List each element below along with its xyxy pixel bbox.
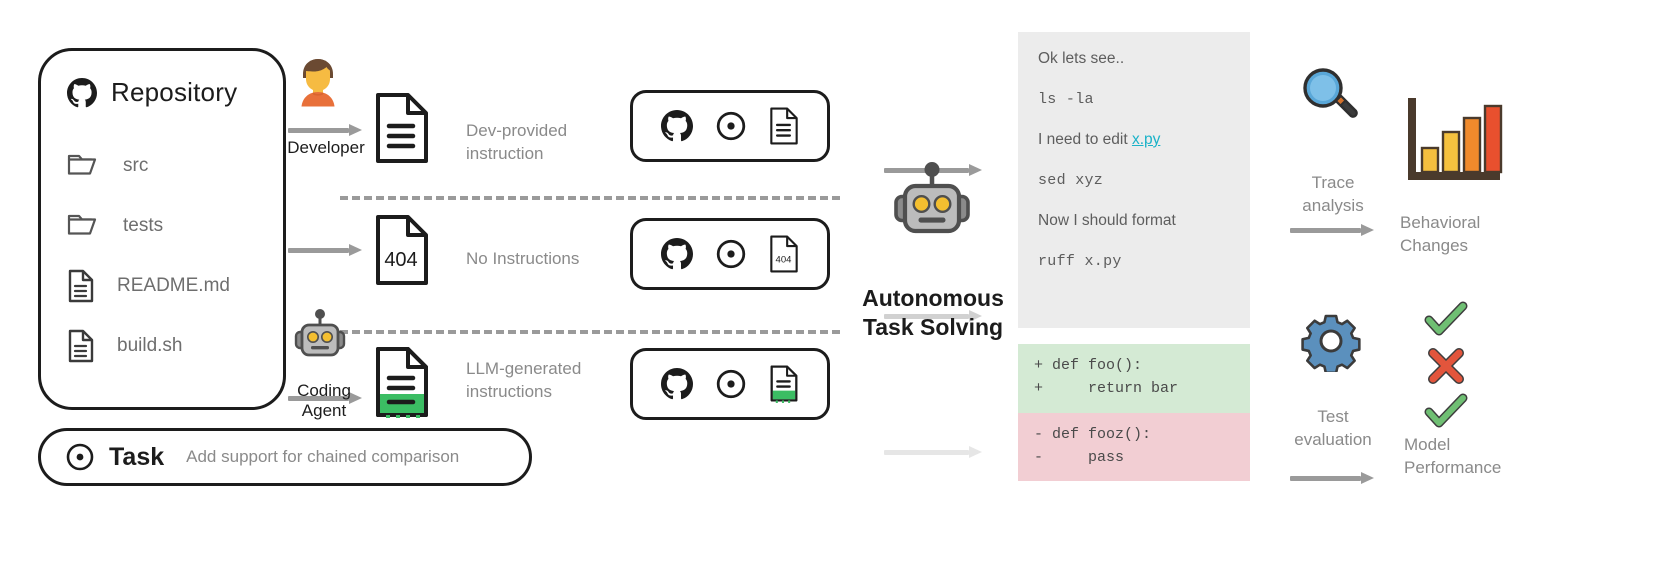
- developer-avatar-icon: [290, 52, 346, 119]
- trace-file-link[interactable]: x.py: [1131, 131, 1161, 148]
- row-label-llm-instructions: LLM-generated instructions: [466, 359, 582, 401]
- row-separator-1: [340, 196, 840, 200]
- svg-text:404: 404: [384, 249, 417, 271]
- list-item[interactable]: tests: [67, 209, 230, 243]
- document-404-icon: 404: [769, 235, 799, 273]
- diff-line-added: + def foo():: [1034, 357, 1143, 374]
- model-performance-label: Model Performance: [1404, 435, 1502, 477]
- arrow-center-middle: [884, 310, 982, 322]
- diff-added-block: + def foo(): + return bar: [1018, 344, 1250, 413]
- trace-line: ruff x.py: [1038, 253, 1122, 270]
- document-green-icon: [769, 365, 799, 403]
- check-icon: [1424, 300, 1468, 340]
- arrow-developer-to-doc: [288, 124, 362, 136]
- list-item[interactable]: build.sh: [67, 329, 230, 363]
- row-separator-2: [340, 330, 840, 334]
- bundle-box-none: 404: [630, 218, 830, 290]
- test-evaluation-label: Test evaluation: [1294, 407, 1372, 449]
- list-item-label: tests: [123, 215, 164, 236]
- list-item-label: build.sh: [117, 335, 183, 356]
- trace-log-panel: Ok lets see.. ls -la I need to edit x.py…: [1018, 32, 1250, 328]
- list-item[interactable]: src: [67, 149, 230, 183]
- diff-panel: + def foo(): + return bar - def fooz(): …: [1018, 344, 1250, 481]
- target-icon: [65, 442, 95, 472]
- trace-line: sed xyz: [1038, 172, 1104, 189]
- diff-line-removed: - def fooz():: [1034, 425, 1152, 443]
- github-icon: [661, 368, 693, 400]
- behavioral-changes-label: Behavioral Changes: [1400, 213, 1481, 255]
- folder-icon: [67, 152, 101, 180]
- autonomous-task-solving-label: Autonomous Task Solving: [862, 285, 1004, 340]
- svg-text:404: 404: [776, 254, 792, 265]
- developer-label: Developer: [287, 138, 365, 157]
- cross-icon: [1424, 346, 1468, 386]
- document-lines-icon: [769, 107, 799, 145]
- robot-icon: [292, 308, 348, 371]
- model-performance-results: [1424, 300, 1468, 432]
- trace-line: Ok lets see..: [1038, 50, 1125, 67]
- task-label: Task: [109, 442, 165, 471]
- document-green-icon: [374, 346, 430, 423]
- list-item[interactable]: README.md: [67, 269, 230, 303]
- diff-line-removed: - pass: [1034, 448, 1125, 466]
- document-lines-icon: [374, 92, 430, 169]
- repository-title: Repository: [111, 77, 238, 107]
- trace-line: I need to edit x.py: [1038, 131, 1230, 149]
- target-icon: [715, 110, 747, 142]
- arrow-trace-analysis: [1290, 224, 1374, 236]
- task-bar: Task Add support for chained comparison: [38, 428, 532, 486]
- arrow-to-doc-404: [288, 244, 362, 256]
- target-icon: [715, 238, 747, 270]
- target-icon: [715, 368, 747, 400]
- trace-line: ls -la: [1038, 91, 1094, 108]
- file-icon: [67, 329, 95, 363]
- check-icon: [1424, 392, 1468, 432]
- trace-line-text: I need to edit: [1038, 131, 1132, 148]
- gear-icon: [1300, 310, 1362, 377]
- list-item-label: src: [123, 155, 149, 176]
- repository-header: Repository: [67, 77, 237, 108]
- arrow-test-evaluation: [1290, 472, 1374, 484]
- trace-line: Now I should format: [1038, 212, 1176, 229]
- github-icon: [67, 77, 97, 108]
- folder-icon: [67, 212, 101, 240]
- list-item-label: README.md: [117, 275, 230, 296]
- arrow-center-bottom: [884, 446, 982, 458]
- github-icon: [661, 238, 693, 270]
- coding-agent-label: Coding Agent: [297, 381, 351, 420]
- trace-analysis-label: Trace analysis: [1302, 173, 1364, 215]
- file-icon: [67, 269, 95, 303]
- repository-file-list: src tests README.md build.sh: [67, 149, 230, 363]
- repository-panel: Repository src tests README.md: [38, 48, 286, 410]
- bundle-box-dev: [630, 90, 830, 162]
- row-label-no-instructions: No Instructions: [466, 249, 580, 268]
- github-icon: [661, 110, 693, 142]
- magnifier-icon: [1296, 62, 1362, 133]
- diff-removed-block: - def fooz(): - pass: [1018, 412, 1250, 481]
- bar-chart-icon: [1398, 92, 1506, 193]
- document-404-icon: 404: [374, 214, 430, 291]
- robot-icon: [890, 160, 974, 253]
- bundle-box-llm: [630, 348, 830, 420]
- arrow-agent-to-doc: [288, 392, 362, 404]
- diff-line-added: + return bar: [1034, 380, 1179, 398]
- task-description: Add support for chained comparison: [186, 447, 460, 466]
- row-label-dev-instruction: Dev-provided instruction: [466, 121, 568, 163]
